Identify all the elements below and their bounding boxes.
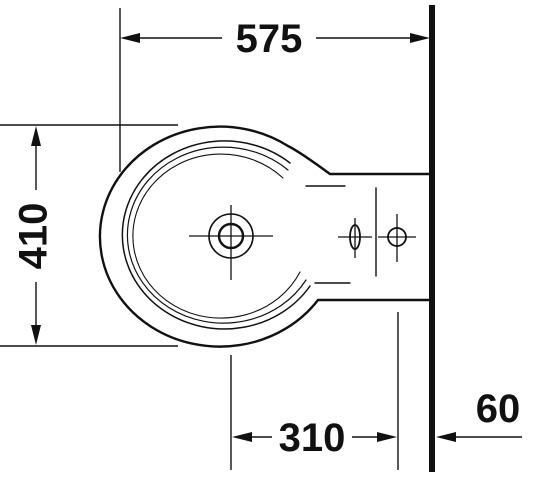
dimension-label-width: 575	[236, 17, 303, 61]
dimension-label-outlet-offset: 310	[279, 416, 346, 460]
dimension-width	[119, 8, 430, 172]
toilet-outline	[98, 125, 434, 348]
fixing-hole-round	[378, 214, 416, 262]
dimension-label-wall-offset: 60	[476, 387, 521, 431]
dimension-depth	[0, 124, 178, 347]
fixing-hole-slot	[338, 218, 372, 258]
dimension-label-depth: 410	[12, 203, 56, 270]
arrowhead-left	[436, 432, 456, 442]
arrowhead-bottom	[31, 325, 41, 345]
dimension-outlet-offset	[230, 312, 399, 470]
arrowhead-left	[232, 432, 252, 442]
outlet-symbol	[189, 205, 273, 280]
arrowhead-left	[120, 33, 140, 43]
arrowhead-right	[377, 432, 397, 442]
arrowhead-right	[410, 33, 430, 43]
arrowhead-top	[31, 126, 41, 146]
dimension-wall-offset	[436, 432, 522, 442]
